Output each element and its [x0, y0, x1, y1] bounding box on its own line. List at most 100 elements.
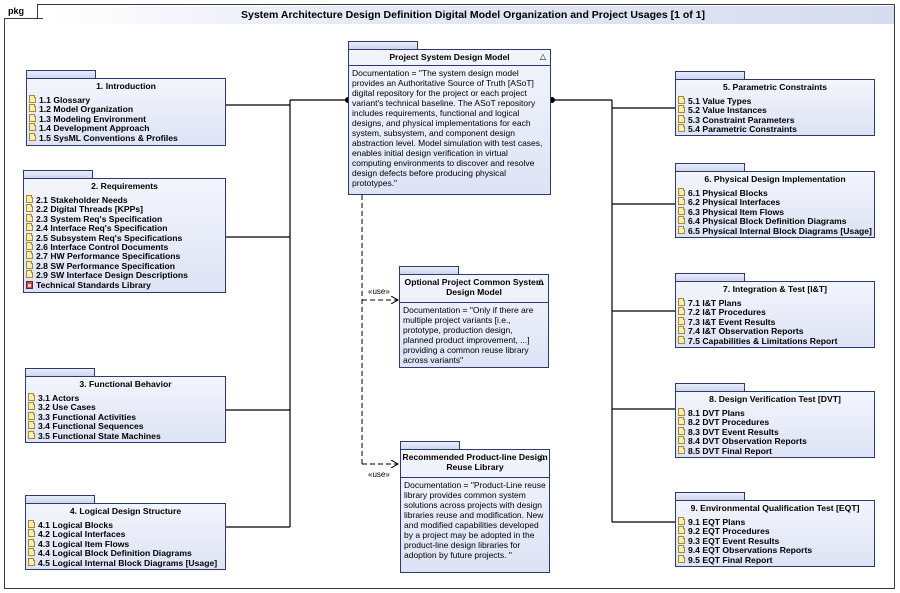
list-item[interactable]: 7.5 Capabilities & Limitations Report [678, 335, 874, 346]
list-item[interactable]: 4.2 Logical Interfaces [28, 529, 225, 539]
package-tab [399, 266, 459, 274]
list-item[interactable]: 4.5 Logical Internal Block Diagrams [Usa… [28, 557, 225, 568]
folder-icon [28, 557, 35, 566]
list-item[interactable]: 1.3 Modeling Environment [29, 113, 225, 124]
folder-icon [26, 260, 33, 269]
list-item[interactable]: 4.1 Logical Blocks [28, 520, 225, 530]
folder-icon [29, 123, 36, 132]
list-item[interactable]: 7.1 I&T Plans [678, 298, 874, 308]
list-item[interactable]: 4.3 Logical Item Flows [28, 538, 225, 549]
package-title: 2. Requirements [91, 181, 158, 191]
list-item[interactable]: 9.5 EQT Final Report [678, 554, 874, 565]
list-item[interactable]: 1.1 Glossary [29, 95, 225, 105]
folder-icon [28, 538, 35, 547]
list-item[interactable]: 6.5 Physical Internal Block Diagrams [Us… [678, 225, 874, 236]
collapse-toggle-icon[interactable]: △ [539, 52, 546, 61]
package-tab [675, 273, 745, 281]
package-project-system-design-model[interactable]: Project System Design Model △ Documentat… [348, 49, 551, 195]
package-integration-test[interactable]: 7. Integration & Test [I&T] 7.1 I&T Plan… [675, 281, 875, 348]
package-functional-behavior[interactable]: 3. Functional Behavior 3.1 Actors 3.2 Us… [25, 376, 226, 443]
package-introduction[interactable]: 1. Introduction 1.1 Glossary 1.2 Model O… [26, 78, 226, 146]
list-item[interactable]: 9.2 EQT Procedures [678, 526, 874, 536]
list-item[interactable]: 2.7 HW Performance Specifications [26, 251, 225, 261]
package-tab [675, 71, 745, 79]
folder-icon [678, 326, 685, 335]
list-item[interactable]: 6.4 Physical Block Definition Diagrams [678, 216, 874, 226]
folder-icon [678, 517, 685, 525]
package-requirements[interactable]: 2. Requirements 2.1 Stakeholder Needs 2.… [23, 178, 226, 293]
right-containment-lines [552, 99, 675, 523]
package-title: Project System Design Model [349, 50, 550, 66]
list-item[interactable]: 2.4 Interface Req's Specification [26, 223, 225, 233]
diagram-frame [4, 4, 895, 589]
list-item[interactable]: 3.2 Use Cases [28, 402, 225, 412]
package-environmental-qualification-test[interactable]: 9. Environmental Qualification Test [EQT… [675, 500, 875, 567]
library-icon [26, 280, 33, 289]
list-item[interactable]: 5.2 Value Instances [678, 105, 874, 115]
list-item[interactable]: 1.4 Development Approach [29, 123, 225, 133]
use-dependency-lines [361, 195, 398, 464]
list-item[interactable]: 6.2 Physical Interfaces [678, 197, 874, 207]
collapse-toggle-icon[interactable]: △ [537, 277, 544, 286]
package-parametric-constraints[interactable]: 5. Parametric Constraints 5.1 Value Type… [675, 79, 875, 136]
package-product-line-reuse-library[interactable]: Recommended Product-line Design Reuse Li… [400, 449, 550, 573]
folder-icon [29, 104, 36, 113]
list-item[interactable]: 6.1 Physical Blocks [678, 188, 874, 198]
list-item[interactable]: 2.2 Digital Threads [KPPs] [26, 204, 225, 214]
list-item[interactable]: Technical Standards Library [26, 280, 225, 290]
list-item[interactable]: 7.2 I&T Procedures [678, 307, 874, 317]
list-item[interactable]: 2.3 System Req's Specification [26, 213, 225, 224]
folder-icon [678, 206, 685, 215]
list-item[interactable]: 2.6 Interface Control Documents [26, 241, 225, 252]
list-item[interactable]: 8.4 DVT Observation Reports [678, 436, 874, 446]
folder-icon [678, 225, 685, 234]
list-item[interactable]: 1.2 Model Organization [29, 104, 225, 114]
folder-icon [29, 132, 36, 141]
list-item[interactable]: 3.5 Functional State Machines [28, 430, 225, 441]
list-item[interactable]: 7.3 I&T Event Results [678, 316, 874, 327]
folder-icon [29, 113, 36, 122]
package-logical-design[interactable]: 4. Logical Design Structure 4.1 Logical … [25, 503, 226, 570]
package-title: 4. Logical Design Structure [69, 506, 182, 516]
folder-icon [28, 411, 35, 420]
list-item[interactable]: 5.3 Constraint Parameters [678, 114, 874, 125]
package-title: 3. Functional Behavior [79, 379, 172, 389]
package-title: 6. Physical Design Implementation [704, 174, 846, 184]
folder-icon [28, 520, 35, 528]
folder-icon [678, 96, 685, 104]
list-item[interactable]: 2.5 Subsystem Req's Specifications [26, 232, 225, 243]
folder-icon [28, 529, 35, 538]
list-item[interactable]: 7.4 I&T Observation Reports [678, 326, 874, 336]
package-optional-common-model[interactable]: Optional Project Common System Design Mo… [399, 274, 549, 368]
package-physical-design[interactable]: 6. Physical Design Implementation 6.1 Ph… [675, 171, 875, 238]
folder-icon [678, 426, 685, 435]
package-design-verification-test[interactable]: 8. Design Verification Test [DVT] 8.1 DV… [675, 391, 875, 458]
package-tab [675, 383, 745, 391]
left-containment-lines [226, 99, 348, 528]
list-item[interactable]: 3.3 Functional Activities [28, 411, 225, 422]
list-item[interactable]: 2.8 SW Performance Specification [26, 260, 225, 271]
list-item[interactable]: 8.5 DVT Final Report [678, 445, 874, 456]
list-item[interactable]: 8.2 DVT Procedures [678, 417, 874, 427]
list-item[interactable]: 3.4 Functional Sequences [28, 421, 225, 431]
list-item[interactable]: 5.4 Parametric Constraints [678, 124, 874, 134]
list-item[interactable]: 6.3 Physical Item Flows [678, 206, 874, 217]
list-item[interactable]: 3.1 Actors [28, 393, 225, 403]
folder-icon [26, 213, 33, 222]
collapse-toggle-icon[interactable]: △ [538, 452, 545, 461]
list-item[interactable]: 9.4 EQT Observations Reports [678, 545, 874, 555]
package-tab [25, 368, 95, 376]
folder-icon [678, 436, 685, 445]
folder-icon [678, 298, 685, 306]
list-item[interactable]: 1.5 SysML Conventions & Profiles [29, 132, 225, 143]
list-item[interactable]: 5.1 Value Types [678, 96, 874, 106]
list-item[interactable]: 2.9 SW Interface Design Descriptions [26, 270, 225, 280]
list-item[interactable]: 4.4 Logical Block Definition Diagrams [28, 548, 225, 558]
list-item[interactable]: 2.1 Stakeholder Needs [26, 195, 225, 205]
list-item[interactable]: 8.3 DVT Event Results [678, 426, 874, 437]
list-item[interactable]: 9.1 EQT Plans [678, 517, 874, 527]
folder-icon [28, 430, 35, 439]
list-item[interactable]: 8.1 DVT Plans [678, 408, 874, 418]
list-item[interactable]: 9.3 EQT Event Results [678, 535, 874, 546]
folder-icon [28, 402, 35, 411]
